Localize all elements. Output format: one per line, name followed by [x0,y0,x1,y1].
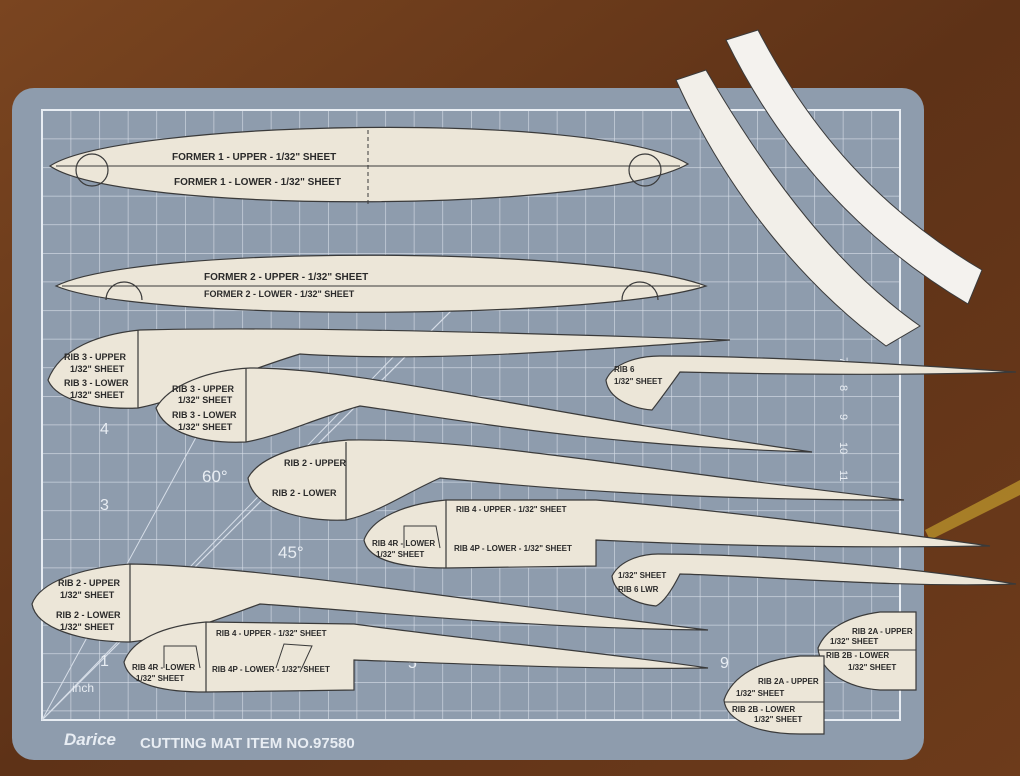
table-brass-edge [925,480,1020,540]
mat-brand: Darice [64,730,116,749]
rib-2a-sheet-label-b: 1/32" SHEET [736,689,784,698]
rib-4-sheet-label-a: 1/32" SHEET [376,550,424,559]
rib-4-piece-a: RIB 4 - UPPER - 1/32" SHEET RIB 4R - LOW… [363,499,991,569]
mat-right-9: 9 [837,414,849,420]
rib-6-lower-label-b: RIB 6 LWR [618,585,659,594]
rib-2b-sheet-label-a: 1/32" SHEET [848,663,896,672]
rib-2-lower-label-a: RIB 2 - LOWER [272,488,337,498]
rib-2b-lower-label-b: RIB 2B - LOWER [732,705,795,714]
mat-number-4: 4 [100,421,109,438]
mat-number-3: 3 [100,497,109,514]
rib-3-sheet-label-b2: 1/32" SHEET [178,422,233,432]
rib-2-piece-a: RIB 2 - UPPER RIB 2 - LOWER [247,439,905,521]
mat-number-5: 5 [408,655,417,672]
mat-angle-60: 60° [202,467,228,486]
curved-strip-left [675,69,921,347]
former-1-lower-label: FORMER 1 - LOWER - 1/32" SHEET [174,177,341,188]
rib-4-sheet-label-b: 1/32" SHEET [136,674,184,683]
rib-6-piece-b: 1/32" SHEET RIB 6 LWR [611,553,1017,607]
rib-2b-piece: RIB 2A - UPPER 1/32" SHEET RIB 2B - LOWE… [723,655,825,735]
former-2-lower-label: FORMER 2 - LOWER - 1/32" SHEET [204,289,355,299]
rib-3-upper-label-b: RIB 3 - UPPER [172,384,235,394]
mat-right-10: 10 [837,442,849,454]
rib-2a-upper-label-b: RIB 2A - UPPER [758,677,819,686]
rib-2-upper-label-a: RIB 2 - UPPER [284,458,347,468]
rib-4r-lower-label-a: RIB 4R - LOWER [372,539,435,548]
mat-unit-label: inch [72,681,94,695]
rib-2a-piece: RIB 2A - UPPER 1/32" SHEET RIB 2B - LOWE… [817,611,917,691]
rib-6-sheet-label-a: 1/32" SHEET [614,377,662,386]
mat-number-9: 9 [720,655,729,672]
mat-right-8: 8 [837,385,849,391]
rib-3-lower-label-a: RIB 3 - LOWER [64,378,129,388]
rib-3-piece-a: RIB 3 - UPPER 1/32" SHEET RIB 3 - LOWER … [47,328,731,409]
rib-2-lower-label-b: RIB 2 - LOWER [56,610,121,620]
rib-3-sheet-label-a: 1/32" SHEET [70,364,125,374]
rib-2b-sheet-label-b: 1/32" SHEET [754,715,802,724]
rib-4-upper-label-a: RIB 4 - UPPER - 1/32" SHEET [456,505,567,514]
former-2-upper-label: FORMER 2 - UPPER - 1/32" SHEET [204,272,368,283]
rib-2b-lower-label-a: RIB 2B - LOWER [826,651,889,660]
mat-caption: CUTTING MAT ITEM NO.97580 [140,735,355,752]
rib-3-piece-b: RIB 3 - UPPER 1/32" SHEET RIB 3 - LOWER … [155,367,813,453]
rib-2a-sheet-label: 1/32" SHEET [830,637,878,646]
rib-3-upper-label-a: RIB 3 - UPPER [64,352,127,362]
former-1-piece: FORMER 1 - UPPER - 1/32" SHEET FORMER 1 … [48,126,690,206]
mat-number-1: 1 [100,653,109,670]
former-1-upper-label: FORMER 1 - UPPER - 1/32" SHEET [172,152,336,163]
rib-3-lower-label-b: RIB 3 - LOWER [172,410,237,420]
rib-6-piece-a: RIB 6 1/32" SHEET [605,355,1017,411]
mat-angle-45: 45° [278,543,304,562]
mat-right-11: 11 [837,470,849,481]
rib-4p-lower-label-a: RIB 4P - LOWER - 1/32" SHEET [454,544,572,553]
rib-6-label-a: RIB 6 [614,365,635,374]
rib-3-sheet-label-a2: 1/32" SHEET [70,390,125,400]
rib-4-upper-label-b: RIB 4 - UPPER - 1/32" SHEET [216,629,327,638]
rib-3-sheet-label-b: 1/32" SHEET [178,395,233,405]
curved-strip-right [725,29,983,305]
rib-2-sheet-label-b: 1/32" SHEET [60,590,115,600]
rib-6-sheet-label-b: 1/32" SHEET [618,571,666,580]
rib-4-piece-b: RIB 4 - UPPER - 1/32" SHEET RIB 4R - LOW… [123,621,709,693]
rib-2-sheet-label-b2: 1/32" SHEET [60,622,115,632]
rib-2a-upper-label: RIB 2A - UPPER [852,627,913,636]
mat-right-7: 7 [837,357,849,363]
former-2-piece: FORMER 2 - UPPER - 1/32" SHEET FORMER 2 … [54,254,708,313]
rib-2-upper-label-b: RIB 2 - UPPER [58,578,121,588]
rib-4p-lower-label-b: RIB 4P - LOWER - 1/32" SHEET [212,665,330,674]
rib-4s-lower-label-b: RIB 4R - LOWER [132,663,195,672]
